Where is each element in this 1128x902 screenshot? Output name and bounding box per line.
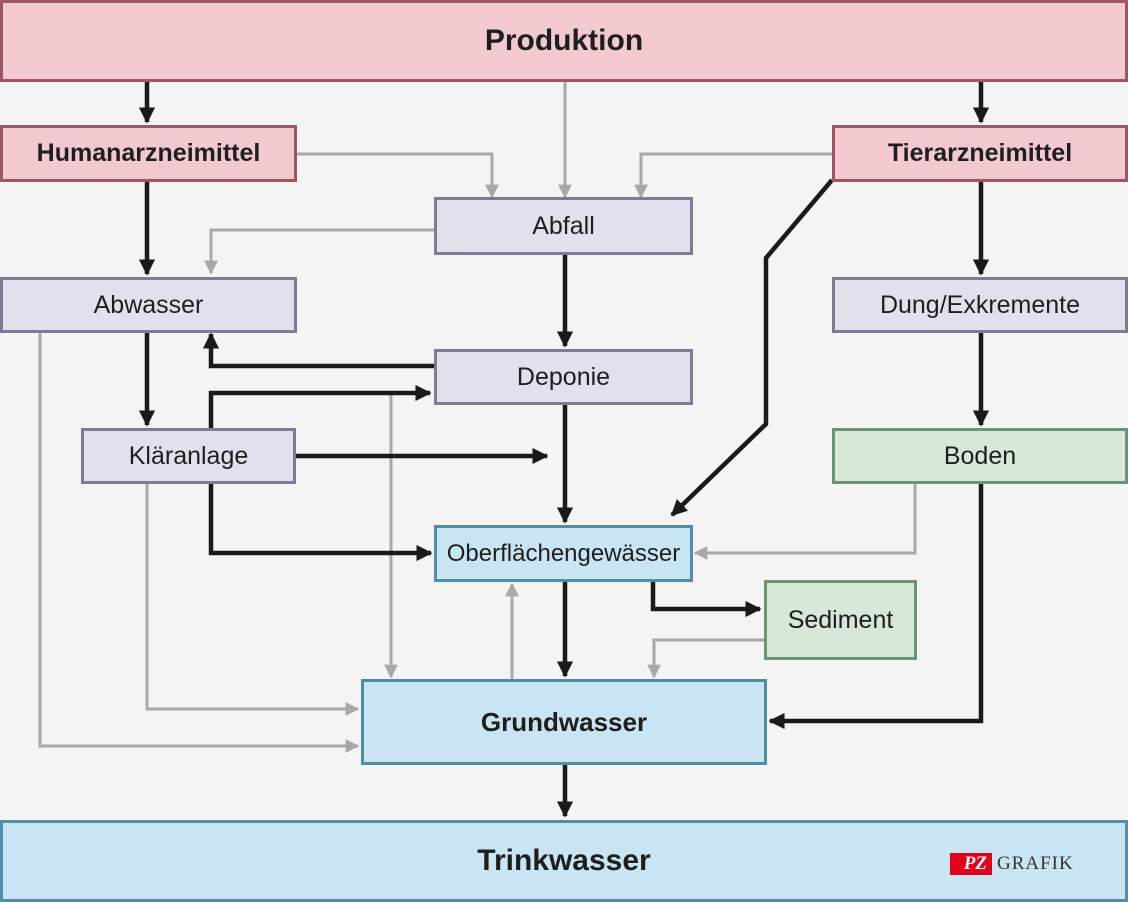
edge-boden-oberflaechengewaesser xyxy=(693,484,917,560)
edge-tierarzneimittel-oberflaechengewaesser xyxy=(670,178,834,517)
node-oberflaechengewaesser-label: Oberflächengewässer xyxy=(446,539,681,567)
edge-klaeranlage-deponie xyxy=(208,384,432,428)
pz-logo-text: GRAFIK xyxy=(997,853,1074,874)
node-grundwasser-label: Grundwasser xyxy=(480,706,648,737)
node-sediment-label: Sediment xyxy=(787,605,894,634)
node-klaeranlage: Kläranlage xyxy=(81,428,296,484)
node-dung-exkremente-label: Dung/Exkremente xyxy=(879,290,1081,319)
node-klaeranlage-label: Kläranlage xyxy=(128,441,249,470)
edge-boden-grundwasser xyxy=(768,484,984,730)
node-boden: Boden xyxy=(832,428,1128,484)
edge-klaeranlage-grundwasser xyxy=(145,484,360,716)
edge-humanarzneimittel-abfall xyxy=(296,152,499,199)
pz-logo-mark: PZ xyxy=(950,853,992,875)
node-dung-exkremente: Dung/Exkremente xyxy=(832,277,1128,333)
node-sediment: Sediment xyxy=(764,580,917,660)
node-trinkwasser-label: Trinkwasser xyxy=(477,844,651,877)
edge-tierarzneimittel-abfall xyxy=(634,152,832,199)
node-tierarzneimittel-label: Tierarzneimittel xyxy=(887,139,1073,167)
edge-abwasser-grundwasser xyxy=(38,332,360,753)
pz-grafik-logo: PZ GRAFIK xyxy=(950,852,1074,876)
edge-oberflaechengewaesser-sediment xyxy=(650,582,762,618)
node-abwasser-label: Abwasser xyxy=(93,290,204,319)
node-deponie: Deponie xyxy=(434,349,693,405)
node-tierarzneimittel: Tierarzneimittel xyxy=(832,125,1128,182)
node-abwasser: Abwasser xyxy=(0,277,297,333)
node-abfall-label: Abfall xyxy=(532,211,595,240)
node-humanarzneimittel-label: Humanarzneimittel xyxy=(36,139,261,167)
node-abfall: Abfall xyxy=(434,197,693,255)
edge-deponie-abwasser xyxy=(202,332,434,369)
node-deponie-label: Deponie xyxy=(516,362,611,391)
node-produktion: Produktion xyxy=(0,0,1128,82)
edge-sediment-grundwasser xyxy=(647,638,765,679)
node-boden-label: Boden xyxy=(943,441,1017,470)
node-oberflaechengewaesser: Oberflächengewässer xyxy=(434,525,693,582)
edge-klaeranlage-oberflaechengewaesser xyxy=(208,484,433,562)
node-trinkwasser: Trinkwasser xyxy=(0,820,1128,902)
node-humanarzneimittel: Humanarzneimittel xyxy=(0,125,297,182)
edge-abfall-abwasser xyxy=(204,228,434,275)
node-produktion-label: Produktion xyxy=(484,24,644,57)
node-grundwasser: Grundwasser xyxy=(361,679,767,765)
